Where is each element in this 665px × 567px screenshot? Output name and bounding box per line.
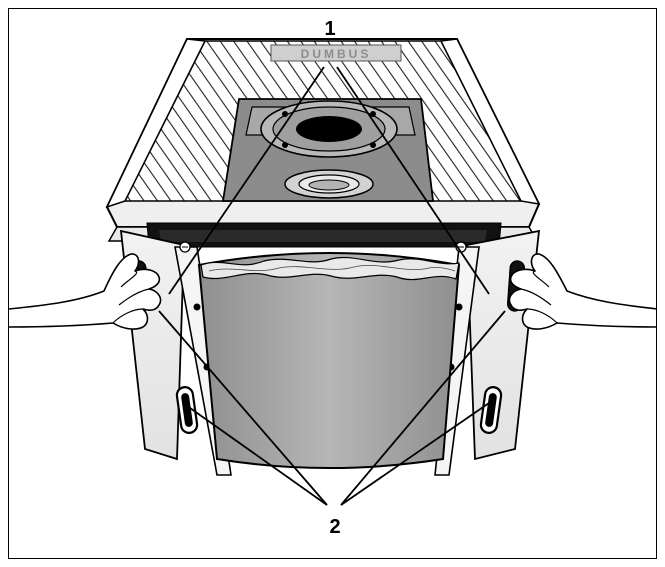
flue-collar-plate — [221, 98, 435, 202]
front-panel — [197, 252, 461, 469]
callout-2-leaders — [158, 310, 506, 506]
front-band — [107, 222, 539, 248]
callout-number-2: 2 — [329, 516, 340, 538]
svg-text:DUMBUS: DUMBUS — [301, 47, 372, 61]
installation-diagram: DUMBUS — [9, 18, 656, 538]
brand-logo: DUMBUS — [270, 44, 402, 62]
figure-frame: DUMBUS — [8, 8, 657, 559]
right-side-panel — [466, 229, 541, 461]
left-hand-illustration — [9, 253, 162, 330]
callout-1-leaders — [168, 66, 490, 295]
callout-number-1: 1 — [324, 18, 335, 40]
right-hand-illustration — [508, 253, 656, 330]
